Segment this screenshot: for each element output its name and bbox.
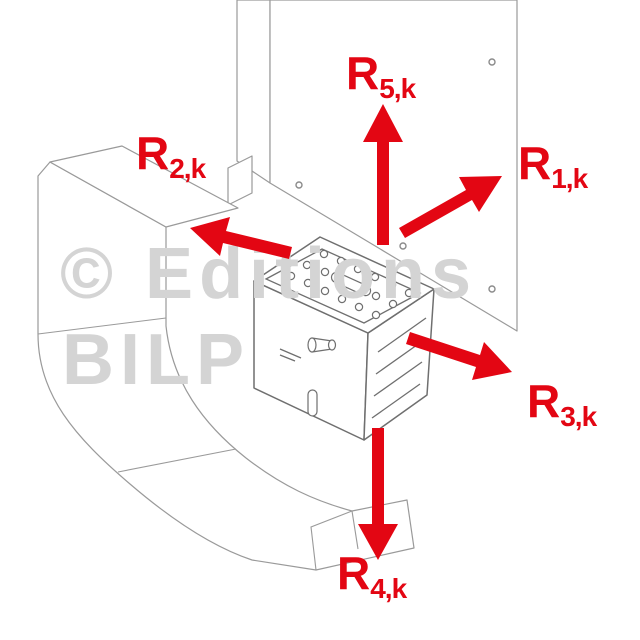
force-arrow-r5-up: [363, 104, 403, 245]
force-arrows: [190, 104, 512, 560]
panel-left-face: [236, 0, 271, 184]
front-slot-hole: [307, 389, 318, 417]
force-symbol: R: [527, 375, 561, 427]
bracket-top-plate-border: [264, 248, 422, 324]
angle-bracket: [253, 236, 435, 441]
panel-front-face: [269, 0, 518, 332]
force-subscript: 4,k: [370, 573, 407, 604]
flange-slot: [373, 361, 423, 397]
force-symbol: R: [518, 137, 552, 189]
force-label-r3: R3,k: [527, 375, 597, 432]
wall-panel: [227, 0, 518, 332]
force-subscript: 5,k: [379, 73, 416, 104]
beam-end-edge: [351, 510, 359, 550]
beam-outer-face: [37, 161, 415, 571]
screw-icon: [488, 58, 496, 66]
beam-joint-line: [117, 448, 237, 473]
curved-beam: [37, 145, 415, 571]
screw-icon: [399, 242, 407, 250]
panel-edge-tab: [227, 155, 253, 206]
brand-plate-text-lines: [279, 348, 302, 362]
force-label-r2: R2,k: [136, 127, 206, 184]
watermark-line2: BILP: [62, 320, 250, 400]
force-label-r5: R5,k: [346, 47, 416, 104]
force-label-r4: R4,k: [337, 547, 407, 604]
force-label-r1: R1,k: [518, 137, 588, 194]
dowel-bolt: [307, 337, 337, 353]
beam-end-face-line: [310, 510, 353, 571]
force-arrow-r4-down: [358, 428, 398, 560]
force-symbol: R: [346, 47, 380, 99]
bracket-hole-pattern: [286, 249, 414, 320]
force-subscript: 2,k: [169, 153, 206, 184]
flange-slot: [377, 317, 427, 353]
force-symbol: R: [136, 127, 170, 179]
force-arrow-r2-left: [190, 217, 292, 259]
force-arrow-r1-up-right: [399, 176, 502, 238]
bracket-top-slot: [330, 271, 372, 297]
force-subscript: 3,k: [560, 401, 597, 432]
force-symbol: R: [337, 547, 371, 599]
flange-slot: [371, 383, 421, 419]
beam-top-face: [49, 145, 239, 228]
screw-icon: [295, 181, 303, 189]
screw-icon: [488, 285, 496, 293]
force-subscript: 1,k: [551, 163, 588, 194]
force-arrow-r3-down-right: [406, 332, 512, 380]
beam-joint-line: [37, 317, 167, 335]
